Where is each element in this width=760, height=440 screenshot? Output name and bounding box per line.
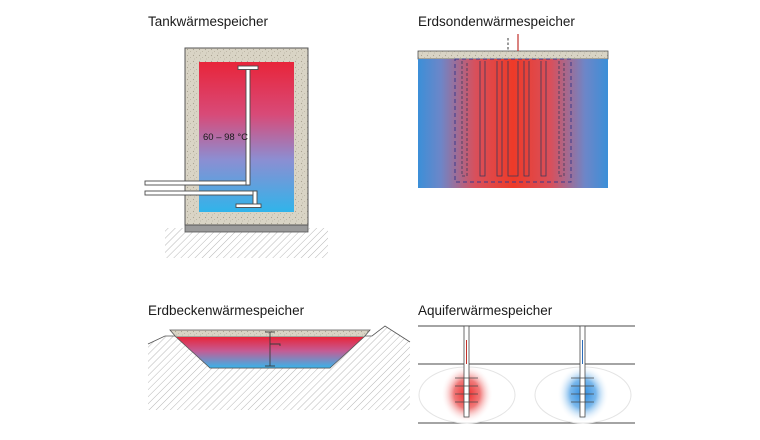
lower-riser — [252, 190, 258, 206]
pit-diffuser — [265, 331, 281, 367]
bottom-diffuser — [235, 203, 262, 208]
probe-7 — [558, 61, 565, 177]
tank-ground-hatch — [165, 228, 328, 258]
borehole-field-boundary — [454, 58, 572, 183]
pit-storage-diagram — [147, 325, 411, 410]
aquifer-title: Aquiferwärmespeicher — [418, 303, 553, 318]
tank-title: Tankwärmespeicher — [148, 14, 269, 29]
probe-5 — [523, 61, 530, 177]
probe-3 — [496, 61, 503, 177]
borehole-probes — [461, 61, 565, 177]
probe-6 — [540, 61, 547, 177]
borehole-surface-cover — [417, 50, 609, 60]
tank-temperature-label: 60 – 98 °C — [203, 132, 248, 143]
tank-foundation — [184, 224, 309, 233]
tank-pipes — [144, 65, 262, 208]
probe-2 — [479, 61, 486, 177]
pit-liner — [175, 336, 365, 369]
borehole-ground-field — [418, 59, 608, 188]
top-diffuser — [237, 65, 259, 70]
borehole-title: Erdsondenwärmespeicher — [418, 14, 575, 29]
probe-4 — [507, 61, 519, 177]
hot-well — [455, 325, 478, 418]
tank-storage-diagram: 60 – 98 °C — [144, 47, 328, 258]
aquifer-storage-diagram — [418, 325, 635, 424]
cold-well — [571, 325, 594, 418]
borehole-storage-diagram — [417, 34, 609, 188]
pit-title: Erdbeckenwärmespeicher — [148, 303, 305, 318]
upper-pipe — [144, 180, 250, 186]
riser-pipe — [245, 67, 251, 186]
lower-pipe — [144, 190, 258, 196]
probe-1 — [461, 61, 468, 177]
